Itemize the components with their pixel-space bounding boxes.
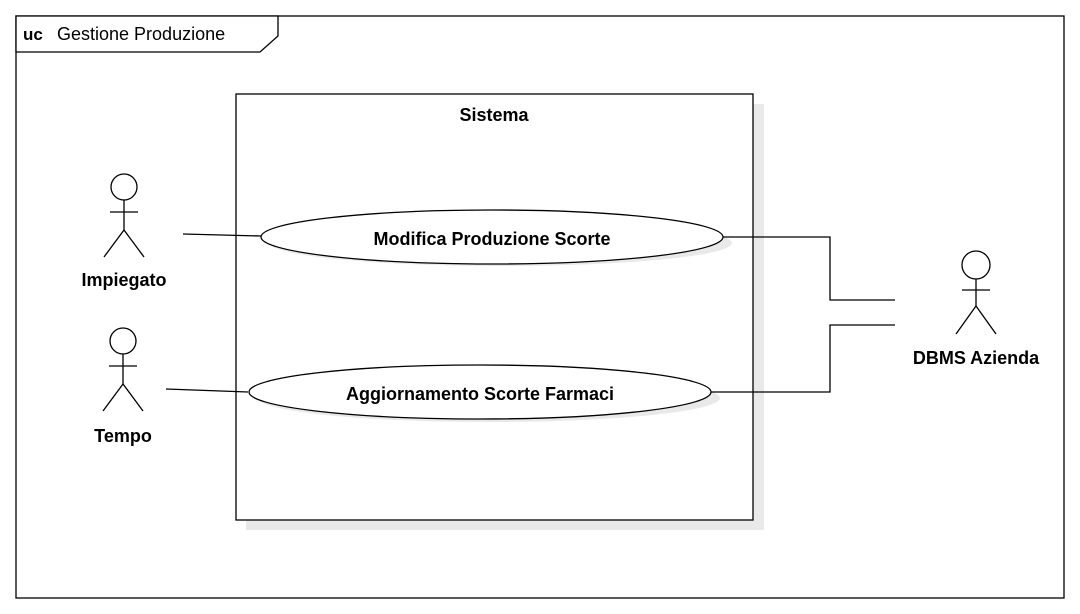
actor-impiegato bbox=[103, 173, 145, 258]
frame-tab bbox=[15, 15, 279, 53]
actor-tempo bbox=[102, 327, 144, 412]
use-case-modifica-label: Modifica Produzione Scorte bbox=[373, 229, 610, 249]
actor-dbms-azienda-label: DBMS Azienda bbox=[913, 348, 1040, 368]
frame-title: Gestione Produzione bbox=[57, 24, 225, 44]
association-modifica-dbms bbox=[723, 236, 895, 301]
system-boundary bbox=[235, 93, 754, 521]
actor-impiegato-label: Impiegato bbox=[81, 270, 166, 290]
association-aggiornamento-dbms bbox=[711, 324, 895, 393]
association-tempo-aggiornamento bbox=[165, 388, 249, 393]
use-case-aggiornamento-label: Aggiornamento Scorte Farmaci bbox=[346, 384, 614, 404]
frame-keyword: uc bbox=[23, 25, 43, 44]
actor-tempo-label: Tempo bbox=[94, 426, 152, 446]
actor-dbms-azienda bbox=[955, 250, 997, 335]
system-name: Sistema bbox=[459, 105, 529, 125]
association-impiegato-modifica bbox=[182, 233, 262, 237]
